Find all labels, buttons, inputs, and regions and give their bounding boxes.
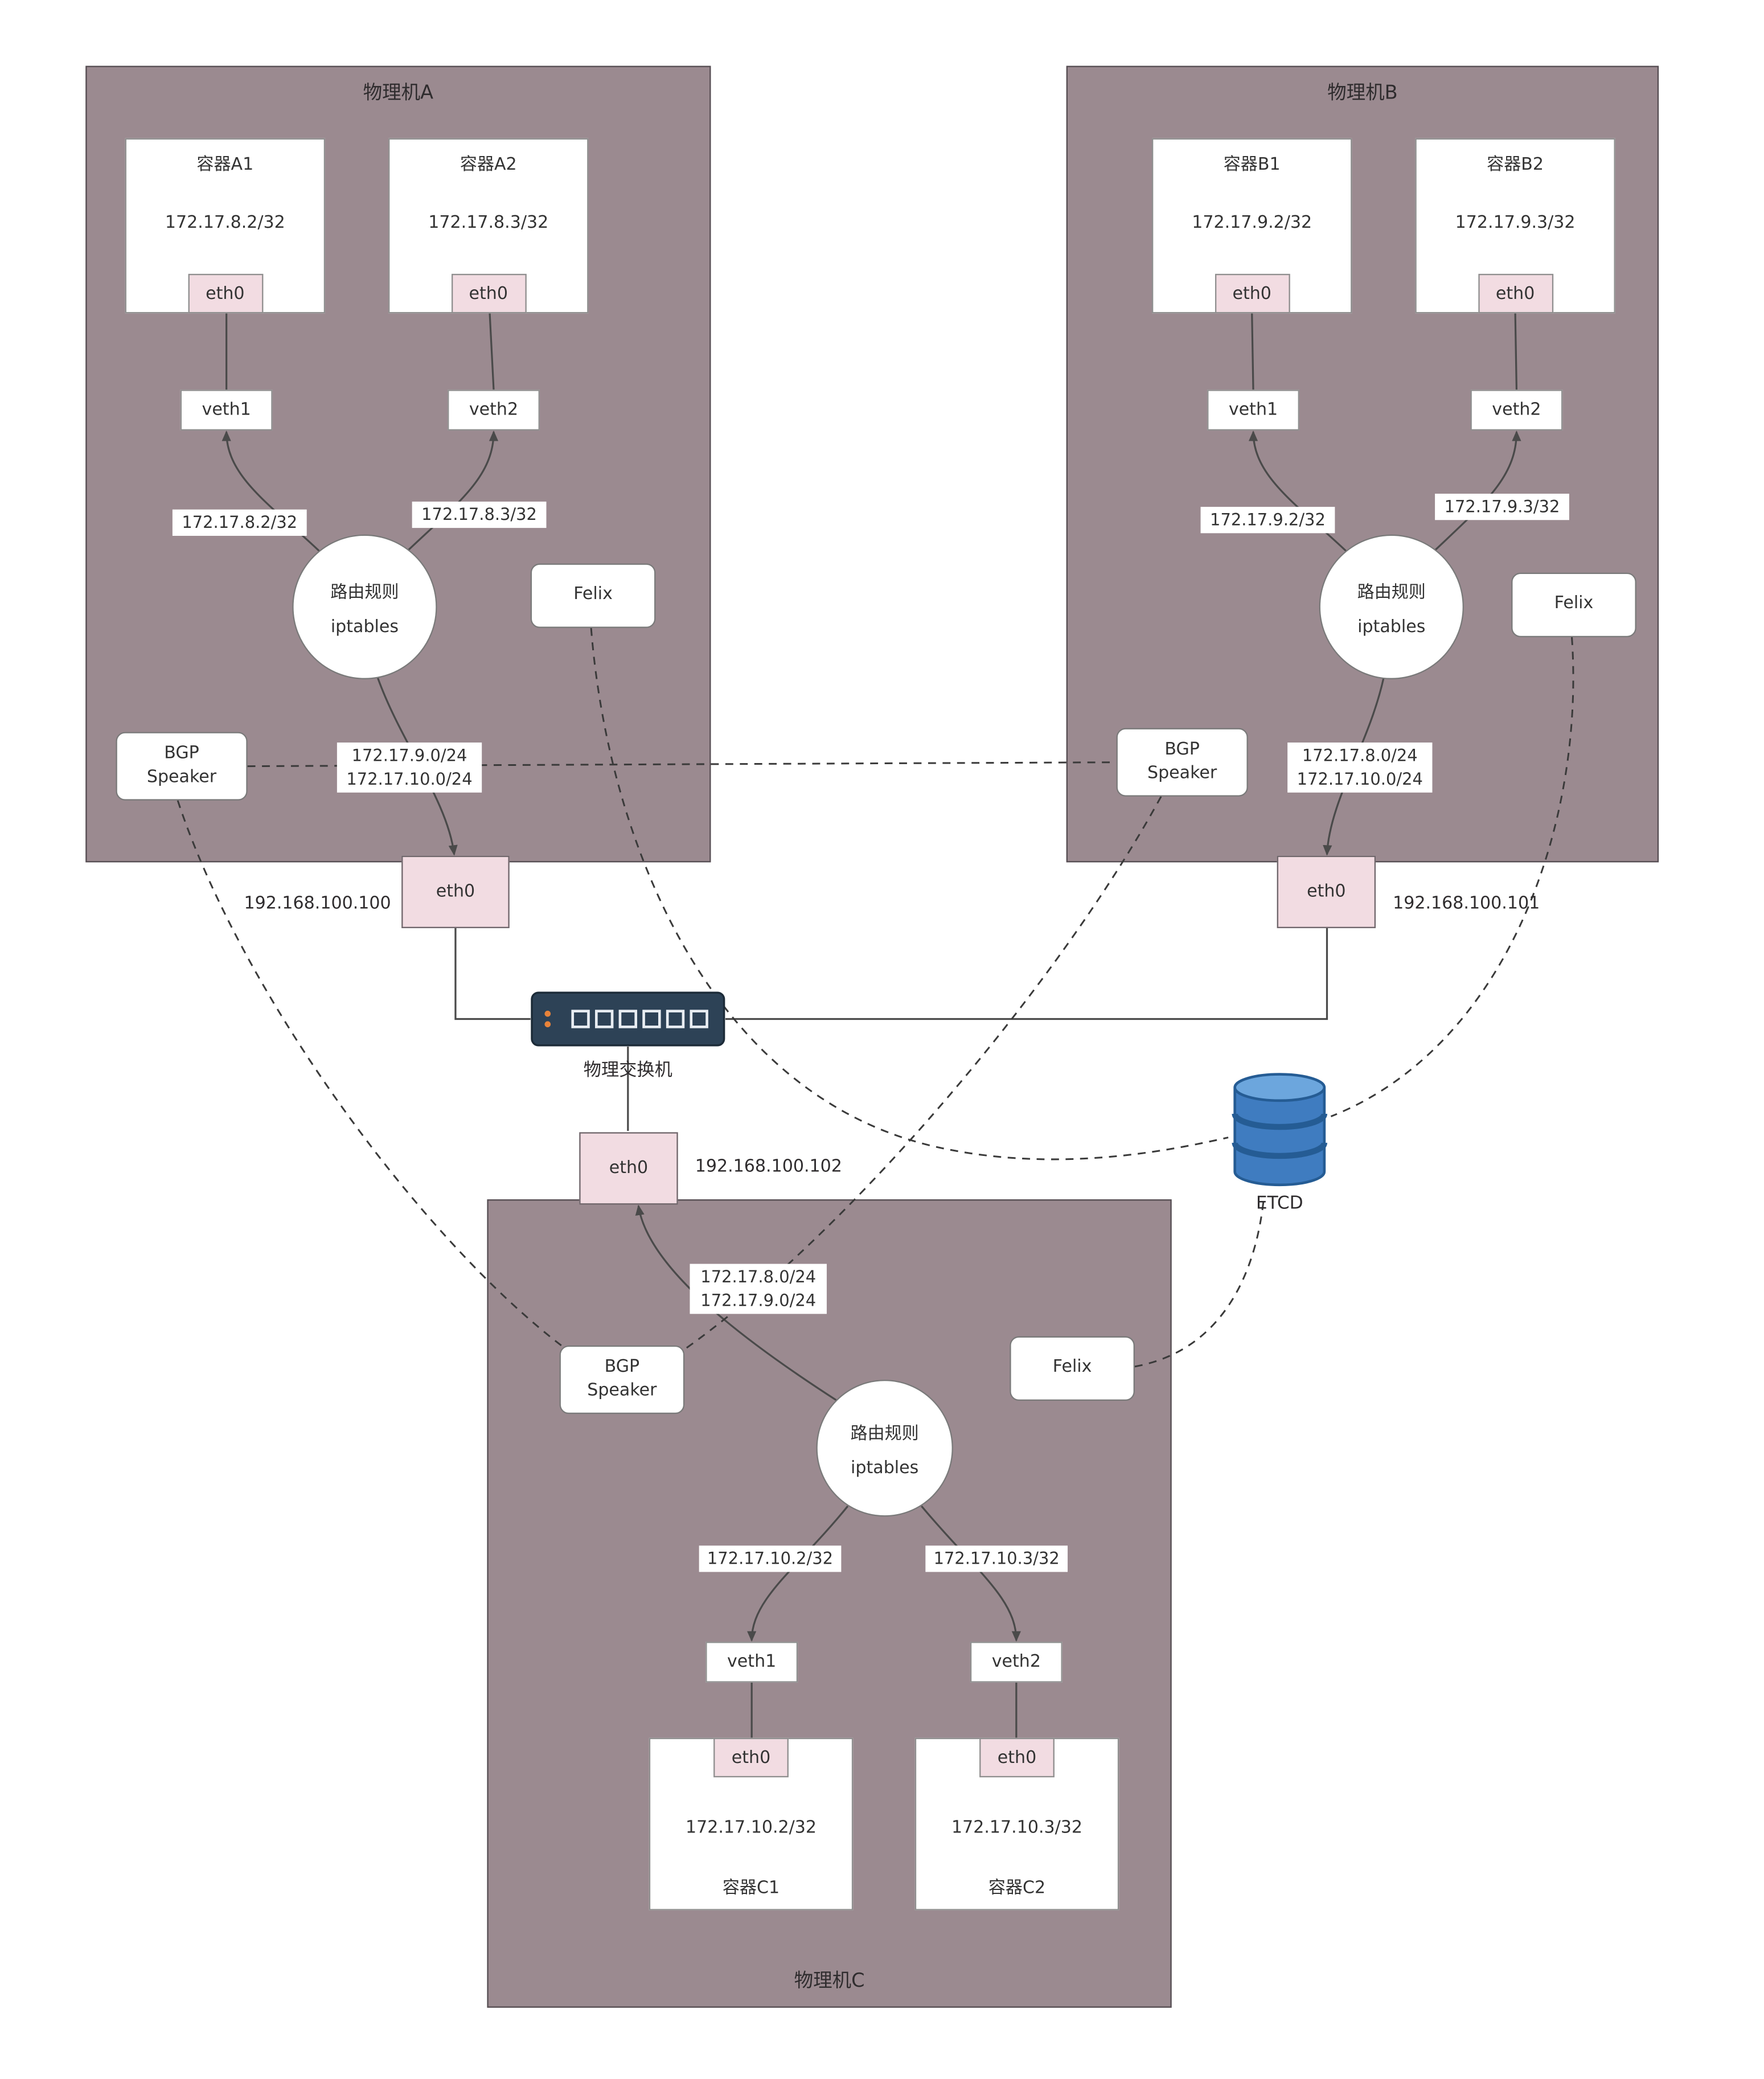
connector-b-iptables-veth2 bbox=[1434, 430, 1521, 551]
machine-a-route2-label: 172.17.8.3/32 bbox=[412, 501, 547, 528]
machine-b-bgp-line2: Speaker bbox=[1147, 763, 1217, 784]
machine-b-iptables-line2: iptables bbox=[1357, 617, 1426, 637]
container-c1-eth0: eth0 bbox=[713, 1737, 789, 1778]
etcd-label: ETCD bbox=[1256, 1192, 1303, 1214]
connector-a-iptables-veth2 bbox=[407, 430, 499, 551]
machine-b-egress-line2: 172.17.10.0/24 bbox=[1297, 769, 1423, 789]
connector-b-veth2-eth0 bbox=[1514, 313, 1518, 390]
container-b2: 容器B2 172.17.9.3/32 eth0 bbox=[1415, 138, 1615, 314]
machine-a-host-ip: 192.168.100.100 bbox=[244, 893, 391, 914]
connector-bgpa-bgpc bbox=[177, 800, 580, 1360]
machine-a-egress-line2: 172.17.10.0/24 bbox=[346, 769, 473, 789]
machine-c-ingress-line2: 172.17.9.0/24 bbox=[700, 1290, 817, 1310]
machine-c-bgp-line2: Speaker bbox=[587, 1381, 657, 1401]
machine-a-felix-label: Felix bbox=[573, 585, 613, 605]
connector-bgpb-bgpc bbox=[680, 796, 1162, 1353]
connector-hostb-switch bbox=[725, 928, 1328, 1020]
machine-b-felix: Felix bbox=[1511, 572, 1636, 638]
container-c2-eth0: eth0 bbox=[979, 1737, 1055, 1778]
machine-b-host-eth0: eth0 bbox=[1277, 855, 1376, 928]
container-b2-name: 容器B2 bbox=[1487, 155, 1544, 175]
machine-c-host-ip: 192.168.100.102 bbox=[695, 1157, 842, 1177]
machine-b-egress-line1: 172.17.8.0/24 bbox=[1302, 745, 1418, 765]
machine-c-veth2: veth2 bbox=[970, 1642, 1062, 1683]
connector-felixb-etcd bbox=[1330, 637, 1574, 1117]
container-b1-eth0: eth0 bbox=[1214, 273, 1290, 314]
container-b1-ip: 172.17.9.2/32 bbox=[1192, 213, 1312, 233]
machine-c-felix: Felix bbox=[1010, 1336, 1135, 1401]
connector-b-veth1-eth0 bbox=[1251, 313, 1254, 390]
machine-a-veth2: veth2 bbox=[448, 389, 540, 431]
machine-b-title: 物理机B bbox=[1327, 83, 1398, 104]
etcd-icon bbox=[1229, 1069, 1330, 1195]
container-a1-eth0: eth0 bbox=[187, 273, 263, 314]
machine-b-bgp-speaker: BGP Speaker bbox=[1116, 728, 1248, 797]
machine-b-bgp-line1: BGP bbox=[1164, 739, 1200, 760]
physical-switch-icon bbox=[531, 991, 725, 1052]
container-c2-name: 容器C2 bbox=[988, 1879, 1046, 1898]
connector-a-veth2-eth0 bbox=[489, 313, 495, 390]
machine-c-ingress-line1: 172.17.8.0/24 bbox=[700, 1266, 817, 1286]
container-a2: 容器A2 172.17.8.3/32 eth0 bbox=[388, 138, 589, 314]
container-a2-name: 容器A2 bbox=[460, 155, 517, 175]
machine-c-iptables: 路由规则 iptables bbox=[816, 1379, 953, 1517]
container-c2: eth0 172.17.10.3/32 容器C2 bbox=[914, 1737, 1119, 1910]
connector-c-iptables-veth1 bbox=[747, 1505, 849, 1642]
machine-b-veth1: veth1 bbox=[1207, 389, 1299, 431]
container-a1: 容器A1 172.17.8.2/32 eth0 bbox=[125, 138, 326, 314]
machine-a-route1-label: 172.17.8.2/32 bbox=[172, 509, 307, 536]
container-c2-ip: 172.17.10.3/32 bbox=[951, 1818, 1083, 1838]
container-b1: 容器B1 172.17.9.2/32 eth0 bbox=[1152, 138, 1352, 314]
machine-c-host-eth0: eth0 bbox=[579, 1132, 678, 1205]
container-b2-ip: 172.17.9.3/32 bbox=[1455, 213, 1576, 233]
connector-felixc-etcd bbox=[1134, 1198, 1265, 1368]
container-c1-name: 容器C1 bbox=[722, 1879, 780, 1898]
machine-a-felix: Felix bbox=[530, 563, 656, 628]
machine-c-iptables-line2: iptables bbox=[851, 1458, 919, 1478]
machine-c-title: 物理机C bbox=[794, 1971, 865, 1992]
machine-b-host-ip: 192.168.100.101 bbox=[1393, 893, 1540, 914]
container-c1: eth0 172.17.10.2/32 容器C1 bbox=[649, 1737, 854, 1910]
machine-c-bgp-line1: BGP bbox=[604, 1357, 640, 1377]
container-a1-name: 容器A1 bbox=[196, 155, 254, 175]
machine-b-felix-label: Felix bbox=[1554, 594, 1594, 614]
machine-b-iptables-line1: 路由规则 bbox=[1357, 583, 1426, 602]
machine-a-bgp-line2: Speaker bbox=[146, 767, 217, 788]
machine-b-veth2: veth2 bbox=[1470, 389, 1563, 431]
machine-a-egress-line1: 172.17.9.0/24 bbox=[351, 745, 467, 765]
container-b2-eth0: eth0 bbox=[1478, 273, 1553, 314]
physical-switch-label: 物理交换机 bbox=[583, 1060, 672, 1081]
connector-c-iptables-veth2 bbox=[921, 1505, 1021, 1642]
machine-c-route1-label: 172.17.10.2/32 bbox=[699, 1545, 842, 1572]
machine-a-host-eth0: eth0 bbox=[401, 855, 510, 928]
machine-c-ingress-routes-label: 172.17.8.0/24 172.17.9.0/24 bbox=[690, 1264, 827, 1314]
machine-b-iptables: 路由规则 iptables bbox=[1319, 534, 1464, 679]
container-c1-ip: 172.17.10.2/32 bbox=[685, 1818, 817, 1838]
machine-c-iptables-line1: 路由规则 bbox=[850, 1424, 919, 1444]
container-a1-ip: 172.17.8.2/32 bbox=[165, 213, 285, 233]
container-a2-ip: 172.17.8.3/32 bbox=[428, 213, 549, 233]
machine-c-felix-label: Felix bbox=[1052, 1358, 1092, 1378]
connector-b-iptables-veth1 bbox=[1248, 430, 1348, 552]
machine-b-route1-label: 172.17.9.2/32 bbox=[1200, 507, 1335, 534]
machine-a-iptables: 路由规则 iptables bbox=[292, 534, 437, 679]
connector-hosta-switch bbox=[454, 928, 531, 1020]
machine-b-egress-routes-label: 172.17.8.0/24 172.17.10.0/24 bbox=[1287, 742, 1433, 793]
machine-c-route2-label: 172.17.10.3/32 bbox=[925, 1545, 1068, 1572]
machine-a-veth1: veth1 bbox=[180, 389, 273, 431]
machine-c-veth1: veth1 bbox=[705, 1642, 798, 1683]
machine-a-iptables-line1: 路由规则 bbox=[330, 583, 399, 602]
connector-felixa-etcd bbox=[590, 628, 1229, 1161]
machine-a-title: 物理机A bbox=[363, 83, 434, 104]
machine-a-iptables-line2: iptables bbox=[330, 617, 399, 637]
container-a2-eth0: eth0 bbox=[450, 273, 526, 314]
machine-b-route2-label: 172.17.9.3/32 bbox=[1435, 494, 1569, 520]
container-b1-name: 容器B1 bbox=[1223, 155, 1281, 175]
machine-c-bgp-speaker: BGP Speaker bbox=[559, 1345, 685, 1414]
machine-a-bgp-speaker: BGP Speaker bbox=[116, 732, 248, 801]
machine-a-egress-routes-label: 172.17.9.0/24 172.17.10.0/24 bbox=[337, 742, 482, 793]
machine-a-bgp-line1: BGP bbox=[164, 743, 199, 764]
